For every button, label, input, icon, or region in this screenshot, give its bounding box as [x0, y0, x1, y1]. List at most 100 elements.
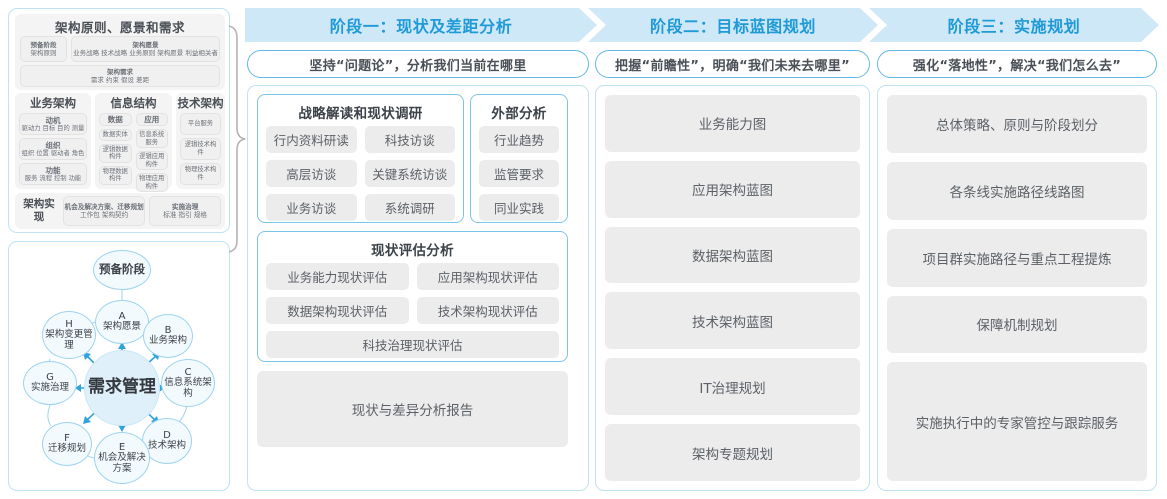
architecture-requirements-detail: 需求 约束 假设 差距	[90, 76, 150, 84]
opportunity-title: 机会及解决方案、迁移规划	[64, 202, 144, 211]
phase-2-items: 业务能力图 应用架构蓝图 数据架构蓝图 技术架构蓝图 IT治理规划 架构专题规划	[605, 95, 860, 481]
list-item[interactable]: 实施执行中的专家管控与跟踪服务	[887, 362, 1147, 481]
data-header-box: 数据	[99, 113, 132, 126]
pillar-title: 信息结构	[110, 96, 157, 110]
list-item[interactable]: IT治理规划	[605, 358, 860, 416]
list-item[interactable]: 应用架构蓝图	[605, 160, 860, 218]
phase-header-3-label: 阶段三：实施规划	[947, 17, 1081, 36]
phase-1-column: 战略解读和现状调研 行内资料研读 科技访谈 高层访谈 关键系统访谈 业务访谈 系…	[247, 85, 589, 491]
pillar-technology-architecture: 技术架构 平台服务 逻辑技术构件 物理技术构件	[176, 93, 225, 189]
logical-technology-component-box: 逻辑技术构件	[180, 138, 221, 160]
pillar-title: 业务架构	[30, 96, 76, 110]
gap-analysis-report-item[interactable]: 现状与差异分析报告	[257, 371, 568, 447]
organization-box: 组织 组织 位置 驱动者 角色	[19, 138, 87, 160]
governance-detail: 标准 指引 规格	[163, 211, 207, 219]
physical-technology-component-label: 物理技术构件	[184, 166, 217, 181]
data-title: 数据	[107, 115, 123, 124]
chip-item[interactable]: 业务能力现状评估	[266, 263, 409, 290]
logical-application-component-box: 逻辑应用构件	[135, 151, 168, 171]
phase-subtitle-3-label: 强化“落地性”，解决“我们怎么去”	[912, 58, 1122, 74]
chip-item[interactable]: 科技治理现状评估	[266, 331, 559, 358]
information-system-service-label: 信息系统服务	[139, 131, 165, 146]
chip-item[interactable]: 科技访谈	[364, 126, 455, 153]
architecture-vision-box: 架构愿景 业务战略 技术战略 业务原则 架构愿景 利益相关者	[71, 36, 220, 62]
platform-service-box: 平台服务	[180, 113, 221, 135]
adm-node-g: G 实施治理	[23, 361, 77, 405]
information-system-service-box: 信息系统服务	[135, 129, 168, 149]
chip-item[interactable]: 系统调研	[364, 194, 455, 221]
phase-3-column: 总体策略、原则与阶段划分 各条线实施路径线路图 项目群实施路径与重点工程提炼 保…	[877, 85, 1157, 491]
adm-node-preliminary: 预备阶段	[93, 250, 151, 290]
phase-header-2[interactable]: 阶段二：目标蓝图规划	[588, 8, 878, 42]
brace-connector-icon	[228, 25, 246, 253]
adm-node-h: H 架构变更管理	[42, 311, 96, 359]
list-item[interactable]: 项目群实施路径与重点工程提炼	[887, 228, 1147, 287]
list-item[interactable]: 架构专题规划	[605, 424, 860, 481]
architecture-vision-title: 架构愿景	[132, 40, 159, 49]
list-item[interactable]: 数据架构蓝图	[605, 226, 860, 284]
phase-header-1-label: 阶段一：现状及差距分析	[329, 17, 513, 36]
motivation-title: 动机	[45, 115, 61, 125]
data-column: 数据 数据实体 逻辑数据构件 物理数据构件	[99, 113, 132, 185]
chip-item[interactable]: 应用架构现状评估	[416, 263, 559, 290]
adm-node-b: B 业务架构	[143, 314, 193, 358]
group-external-analysis: 外部分析 行业趋势 监管要求 同业实践	[470, 94, 568, 223]
adm-node-a: A 架构愿景	[95, 300, 149, 344]
physical-data-component-box: 物理数据构件	[99, 165, 132, 185]
section-title: 架构原则、愿景和需求	[54, 20, 185, 35]
architecture-vision-detail: 业务战略 技术战略 业务原则 架构愿景 利益相关者	[73, 49, 218, 57]
physical-technology-component-box: 物理技术构件	[180, 163, 221, 185]
list-item[interactable]: 技术架构蓝图	[605, 292, 860, 350]
organization-detail: 组织 位置 驱动者 角色	[21, 149, 85, 157]
adm-node-e: E 机会及解决方案	[94, 432, 150, 484]
adm-cycle-panel: 需求管理 预备阶段 A 架构愿景 B 业务架构 C 信息系统架构	[8, 241, 230, 491]
architecture-realization-section: 架构实现 机会及解决方案、迁移规划 工作包 架构契约 实施治理 标准 指引 规格	[15, 193, 225, 229]
phase-subtitle-1: 坚持“问题论”，分析我们当前在哪里	[247, 50, 589, 78]
list-item[interactable]: 各条线实施路径线路图	[887, 161, 1147, 220]
architecture-requirements-title: 架构需求	[107, 67, 133, 76]
logical-data-component-label: 逻辑数据构件	[102, 145, 128, 161]
pillar-body: 平台服务 逻辑技术构件 物理技术构件	[180, 113, 221, 185]
phase-subtitle-2: 把握“前瞻性”，明确“我们未来去哪里”	[595, 50, 870, 78]
phase-subtitle-3: 强化“落地性”，解决“我们怎么去”	[877, 50, 1157, 78]
list-item[interactable]: 业务能力图	[605, 95, 860, 152]
phase-3-items: 总体策略、原则与阶段划分 各条线实施路径线路图 项目群实施路径与重点工程提炼 保…	[887, 95, 1147, 481]
chip-item[interactable]: 技术架构现状评估	[416, 297, 559, 324]
chip-item[interactable]: 行内资料研读	[266, 126, 357, 153]
pillar-business-architecture: 业务架构 动机 驱动力 目标 目的 测量 组织 组织 位置 驱动者 角色 功能	[15, 93, 91, 189]
group-strategy-research-title: 战略解读和现状调研	[298, 106, 423, 122]
function-title: 功能	[45, 165, 61, 175]
chip-item[interactable]: 监管要求	[479, 160, 559, 187]
phase-header-2-label: 阶段二：目标蓝图规划	[649, 17, 816, 36]
chip-item[interactable]: 业务访谈	[266, 194, 357, 221]
list-item[interactable]: 保障机制规划	[887, 295, 1147, 354]
chip-item[interactable]: 数据架构现状评估	[266, 297, 409, 324]
application-column: 应用 信息系统服务 逻辑应用构件 物理应用构件	[135, 113, 168, 193]
application-header-box: 应用	[135, 113, 168, 126]
preliminary-phase-box: 预备阶段 架构原则	[20, 36, 67, 62]
motivation-detail: 驱动力 目标 目的 测量	[21, 124, 85, 132]
data-entity-box: 数据实体	[99, 129, 132, 141]
adm-node-f: F 迁移规划	[42, 422, 92, 466]
phase-headers-row: 阶段一：现状及差距分析 阶段二：目标蓝图规划 阶段三：实施规划	[245, 8, 1159, 42]
chip-item[interactable]: 同业实践	[479, 194, 559, 221]
phase-header-3[interactable]: 阶段三：实施规划	[869, 8, 1159, 42]
motivation-box: 动机 驱动力 目标 目的 测量	[19, 113, 87, 135]
chip-item[interactable]: 关键系统访谈	[364, 160, 455, 187]
phase-2-column: 业务能力图 应用架构蓝图 数据架构蓝图 技术架构蓝图 IT治理规划 架构专题规划	[595, 85, 870, 491]
phase-subtitle-1-label: 坚持“问题论”，分析我们当前在哪里	[309, 58, 527, 74]
pillar-information-structure: 信息结构 数据 数据实体 逻辑数据构件	[95, 93, 172, 193]
list-item[interactable]: 总体策略、原则与阶段划分	[887, 95, 1147, 153]
phase-header-1[interactable]: 阶段一：现状及差距分析	[245, 8, 597, 42]
organization-title: 组织	[45, 140, 61, 150]
implementation-governance-box: 实施治理 标准 指引 规格	[149, 196, 221, 226]
data-entity-label: 数据实体	[102, 131, 128, 139]
group-external-analysis-title: 外部分析	[491, 106, 547, 122]
function-box: 功能 服务 流程 控制 功能	[19, 163, 87, 185]
chip-item[interactable]: 行业趋势	[479, 126, 559, 153]
preliminary-phase-detail: 架构原则	[30, 49, 57, 57]
logical-technology-component-label: 逻辑技术构件	[184, 141, 217, 156]
group-current-state-assessment: 现状评估分析 业务能力现状评估 应用架构现状评估 数据架构现状评估 技术架构现状…	[257, 231, 568, 362]
chip-item[interactable]: 高层访谈	[266, 160, 357, 187]
